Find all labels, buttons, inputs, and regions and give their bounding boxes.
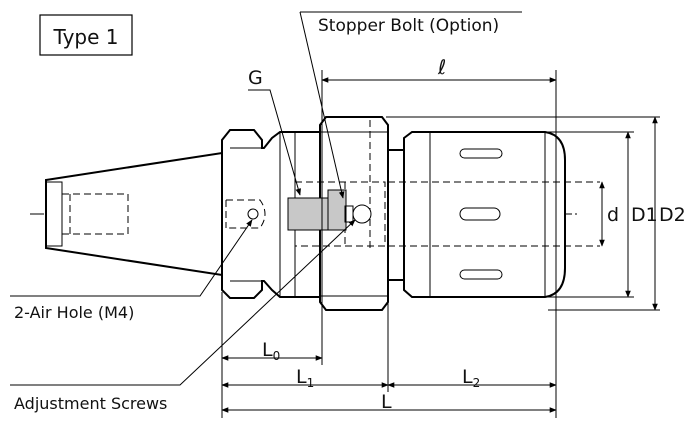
neck bbox=[387, 149, 405, 281]
l-label: L bbox=[381, 391, 392, 413]
ell-label: ℓ bbox=[437, 55, 446, 79]
dimensions bbox=[221, 70, 660, 418]
chuck-nut bbox=[403, 131, 566, 298]
taper-shank bbox=[45, 151, 223, 277]
type-label-box: Type 1 bbox=[39, 14, 133, 56]
air-hole-1 bbox=[247, 208, 259, 220]
l0-label: L0 bbox=[262, 339, 280, 363]
labels: Stopper Bolt (Option) G ℓ d D1 D2 2-Air … bbox=[14, 16, 686, 413]
type-label: Type 1 bbox=[52, 25, 118, 49]
stopper-bolt bbox=[327, 189, 347, 231]
adjustment-screw bbox=[287, 197, 329, 231]
d1-label: D1 bbox=[631, 204, 658, 226]
stopper-bolt-label: Stopper Bolt (Option) bbox=[318, 16, 499, 36]
g-label: G bbox=[248, 67, 263, 89]
air-hole-label: 2-Air Hole (M4) bbox=[14, 303, 134, 322]
d2-label: D2 bbox=[659, 204, 686, 226]
adjustment-screws-label: Adjustment Screws bbox=[14, 394, 167, 413]
l2-label: L2 bbox=[462, 366, 480, 390]
leader-lines bbox=[10, 11, 522, 386]
air-hole-2 bbox=[352, 204, 372, 224]
tool-holder-body bbox=[45, 116, 600, 311]
l1-label: L1 bbox=[296, 366, 314, 390]
d-label: d bbox=[607, 204, 619, 226]
